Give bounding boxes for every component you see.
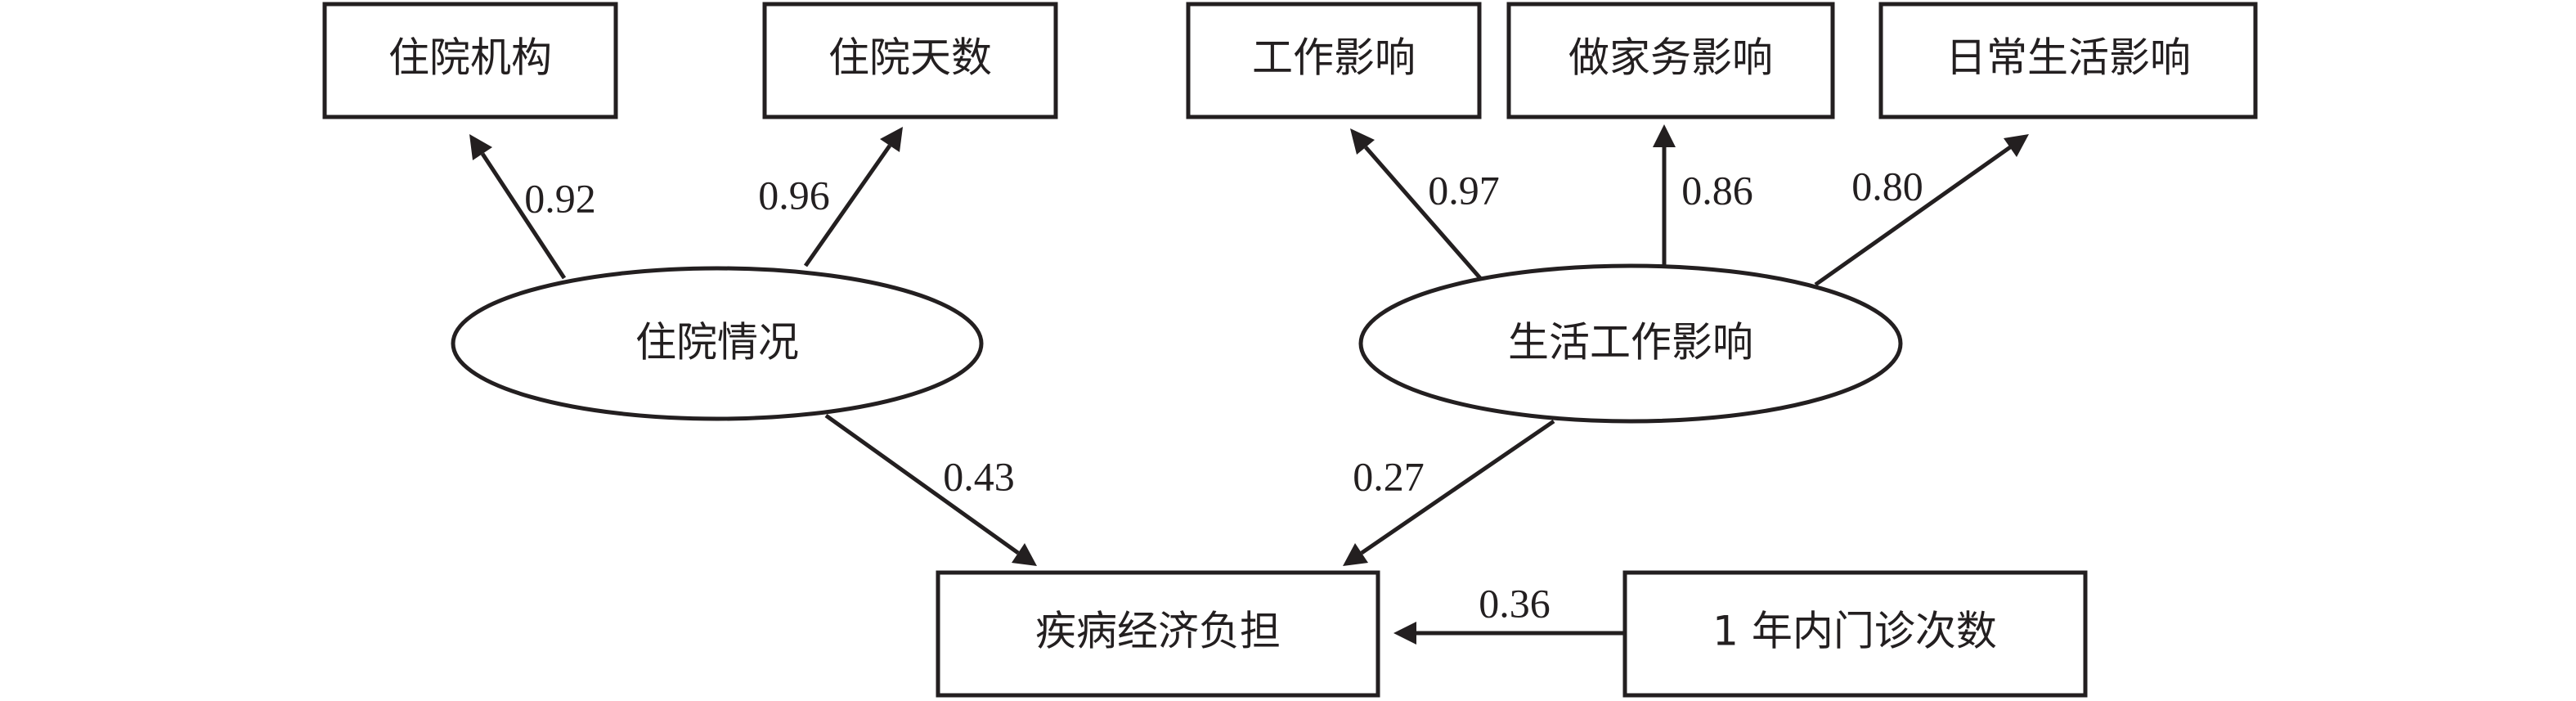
box-work-impact bbox=[1186, 2, 1482, 119]
oval-hospitalization bbox=[451, 266, 984, 421]
coef-life-to-housework: 0.86 bbox=[1681, 167, 1753, 213]
box-disease-burden bbox=[936, 570, 1380, 698]
label-hospital-institution: 住院机构 bbox=[388, 34, 552, 82]
arrowhead-daily bbox=[2004, 134, 2029, 157]
edge-life-to-daily bbox=[1814, 145, 2012, 287]
label-housework-impact: 做家务影响 bbox=[1568, 34, 1773, 82]
edge-hospitalization-to-burden bbox=[824, 413, 1020, 555]
arrowhead-burden-visits bbox=[1393, 622, 1416, 645]
arrowhead-housework bbox=[1653, 124, 1676, 147]
box-hospital-institution bbox=[322, 2, 618, 119]
edge-hospitalization-to-days bbox=[803, 144, 892, 267]
arrowhead-work bbox=[1350, 128, 1375, 155]
box-daily-life-impact bbox=[1878, 2, 2258, 119]
box-housework-impact bbox=[1506, 2, 1835, 119]
arrowhead-institution bbox=[469, 134, 492, 160]
coef-hosp-to-days: 0.96 bbox=[758, 172, 830, 218]
coef-life-to-daily: 0.80 bbox=[1851, 163, 1923, 209]
coef-visits-to-burden: 0.36 bbox=[1479, 580, 1551, 626]
arrowhead-burden-right bbox=[1343, 543, 1368, 566]
arrowhead-days bbox=[880, 127, 903, 152]
label-work-impact: 工作影响 bbox=[1252, 34, 1416, 82]
coef-hosp-to-institution: 0.92 bbox=[524, 175, 596, 221]
label-daily-life-impact: 日常生活影响 bbox=[1945, 34, 2191, 82]
coef-hosp-to-burden: 0.43 bbox=[943, 453, 1015, 499]
label-life-work-impact: 生活工作影响 bbox=[1508, 319, 1753, 366]
label-hospital-days: 住院天数 bbox=[828, 34, 992, 82]
box-outpatient-visits bbox=[1622, 570, 2088, 698]
coef-life-to-work: 0.97 bbox=[1428, 167, 1500, 213]
edge-life-to-burden bbox=[1360, 419, 1555, 555]
box-hospital-days bbox=[762, 2, 1058, 119]
label-hospitalization: 住院情况 bbox=[635, 319, 799, 366]
oval-life-work-impact bbox=[1358, 263, 1903, 424]
coef-life-to-burden: 0.27 bbox=[1353, 453, 1425, 499]
label-disease-burden: 疾病经济负担 bbox=[1035, 608, 1281, 655]
edge-life-to-work bbox=[1364, 146, 1482, 280]
label-outpatient-visits: 1 年内门诊次数 bbox=[1712, 608, 1997, 655]
edge-hospitalization-to-institution bbox=[480, 152, 567, 280]
arrowhead-burden-left bbox=[1012, 543, 1037, 566]
